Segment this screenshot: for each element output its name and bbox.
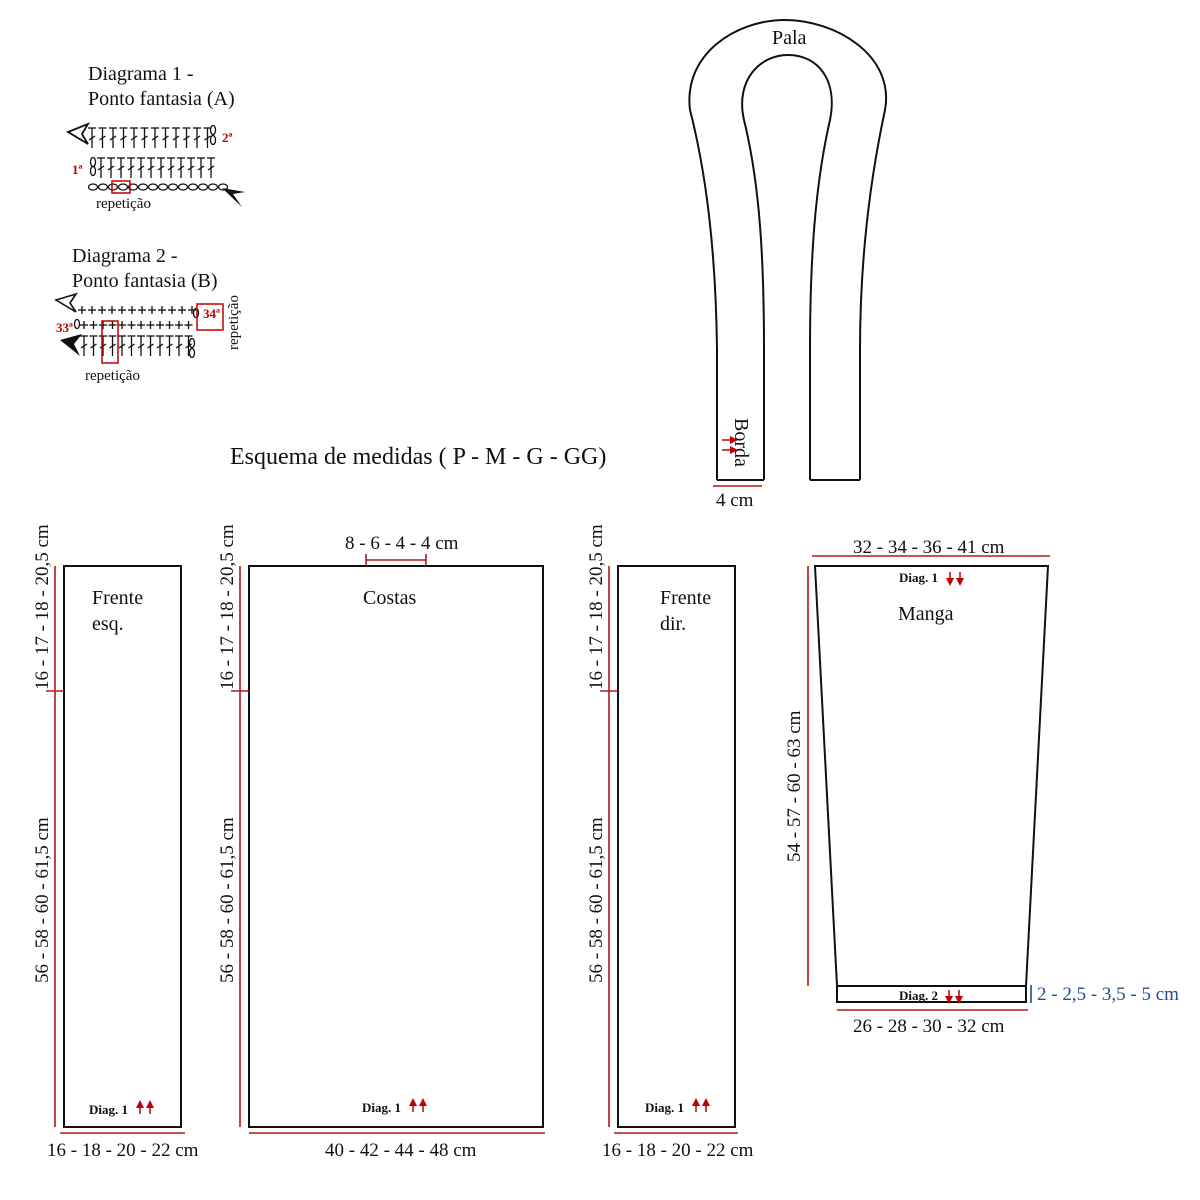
pala-border-width: 4 cm xyxy=(716,490,754,511)
diagram-1-repeat-label: repetição xyxy=(96,196,151,212)
chain-stitch-icon xyxy=(209,134,217,146)
chain-stitch-icon xyxy=(117,183,129,191)
diagram-2-title-line2: Ponto fantasia (B) xyxy=(72,270,218,292)
diagram-1-chain-row xyxy=(87,183,229,191)
chain-stitch-icon xyxy=(177,183,189,191)
chain-stitch-icon xyxy=(188,347,196,359)
front-left-diag-label: Diag. 1 xyxy=(89,1102,128,1117)
diagram-2-row-34-label: 34ª xyxy=(203,306,220,321)
start-arrow-outline-icon xyxy=(54,292,78,313)
sleeve-piece: 32 - 34 - 36 - 41 cm Diag. 1 Manga 54 - … xyxy=(784,537,1179,1037)
front-right-piece: Frente dir. 16 - 17 - 18 - 20,5 cm 56 - … xyxy=(586,524,754,1161)
diagram-1-row-1-stitches xyxy=(89,156,215,178)
front-left-label-line1: Frente xyxy=(92,587,143,609)
diagram-1-title-line1: Diagrama 1 - xyxy=(88,63,194,85)
front-left-width: 16 - 18 - 20 - 22 cm xyxy=(47,1140,199,1161)
end-arrow-filled-icon xyxy=(60,334,82,356)
chain-stitch-icon xyxy=(73,318,81,330)
diagram-1: Diagrama 1 - Ponto fantasia (A) 2ª 1ª re… xyxy=(65,63,245,212)
diagram-2-side-repeat-label: repetição xyxy=(226,295,242,350)
back-lower-height: 56 - 58 - 60 - 61,5 cm xyxy=(217,817,238,983)
pala-border-label: Borda xyxy=(730,418,752,467)
chain-stitch-icon xyxy=(107,183,119,191)
back-diag-label: Diag. 1 xyxy=(362,1100,401,1115)
back-outline xyxy=(248,565,544,1128)
back-upper-height: 16 - 17 - 18 - 20,5 cm xyxy=(217,524,238,690)
pala-outline xyxy=(688,18,888,480)
chain-stitch-icon xyxy=(207,183,219,191)
diagram-2-side-repeat-box xyxy=(196,303,224,331)
chain-stitch-icon xyxy=(187,183,199,191)
diagram-1-title-line2: Ponto fantasia (A) xyxy=(88,88,235,110)
direction-arrows-down-icon xyxy=(946,572,964,586)
pala-piece: Pala Borda 4 cm xyxy=(688,18,888,511)
chain-stitch-icon xyxy=(147,183,159,191)
chain-stitch-icon xyxy=(188,337,196,349)
front-right-outline xyxy=(617,565,736,1128)
sleeve-label: Manga xyxy=(898,603,954,625)
chain-stitch-icon xyxy=(87,183,99,191)
start-arrow-outline-icon xyxy=(65,122,91,145)
front-left-label-line2: esq. xyxy=(92,613,124,635)
direction-arrows-down-icon xyxy=(945,990,963,1004)
direction-arrows-up-icon xyxy=(136,1100,154,1114)
diagram-2-row-33-label: 33ª xyxy=(56,320,73,335)
diagram-1-row-1-label: 1ª xyxy=(72,162,83,177)
chain-stitch-icon xyxy=(217,183,229,191)
diagram-2-title-line1: Diagrama 2 - xyxy=(72,245,178,267)
front-right-diag-label: Diag. 1 xyxy=(645,1100,684,1115)
sleeve-cuff-height: 2 - 2,5 - 3,5 - 5 cm xyxy=(1037,984,1179,1005)
sleeve-diag2-label: Diag. 2 xyxy=(899,988,938,1003)
page-title: Esquema de medidas ( P - M - G - GG) xyxy=(230,444,606,470)
front-left-outline xyxy=(63,565,182,1128)
front-right-lower-height: 56 - 58 - 60 - 61,5 cm xyxy=(586,817,607,983)
sleeve-top-width: 32 - 34 - 36 - 41 cm xyxy=(853,537,1005,558)
diagram-2-bottom-repeat-box xyxy=(101,320,119,364)
chain-stitch-icon xyxy=(89,165,97,177)
diagram-2-repeat-label: repetição xyxy=(85,368,140,384)
diagram-1-row-2-label: 2ª xyxy=(222,130,233,145)
back-label: Costas xyxy=(363,587,417,609)
front-right-label-line2: dir. xyxy=(660,613,686,635)
front-right-width: 16 - 18 - 20 - 22 cm xyxy=(602,1140,754,1161)
chain-stitch-icon xyxy=(157,183,169,191)
sleeve-cuff-outline xyxy=(836,985,1027,1003)
chain-stitch-icon xyxy=(167,183,179,191)
back-piece: Costas 8 - 6 - 4 - 4 cm 16 - 17 - 18 - 2… xyxy=(217,524,545,1161)
back-neck-width: 8 - 6 - 4 - 4 cm xyxy=(345,533,459,554)
back-width: 40 - 42 - 44 - 48 cm xyxy=(325,1140,477,1161)
sleeve-bottom-width: 26 - 28 - 30 - 32 cm xyxy=(853,1016,1005,1037)
chain-stitch-icon xyxy=(89,156,97,168)
diagram-1-repeat-box xyxy=(111,180,131,194)
direction-arrows-up-icon xyxy=(409,1098,427,1112)
chain-stitch-icon xyxy=(127,183,139,191)
direction-arrows-up-icon xyxy=(692,1098,710,1112)
front-left-piece: Frente esq. 16 - 17 - 18 - 20,5 cm 56 - … xyxy=(32,524,199,1161)
front-left-upper-height: 16 - 17 - 18 - 20,5 cm xyxy=(32,524,53,690)
diagram-2-row-34-stitches xyxy=(78,306,200,319)
sleeve-height: 54 - 57 - 60 - 63 cm xyxy=(784,710,805,862)
end-arrow-filled-icon xyxy=(222,188,245,207)
chain-stitch-icon xyxy=(192,307,200,319)
sleeve-diag1-label: Diag. 1 xyxy=(899,570,938,585)
direction-arrows-up-icon xyxy=(722,436,738,454)
pala-label: Pala xyxy=(772,27,807,49)
chain-stitch-icon xyxy=(137,183,149,191)
diagram-1-row-2-stitches xyxy=(88,124,217,148)
chain-stitch-icon xyxy=(97,183,109,191)
diagram-2-row-33-stitches xyxy=(73,318,193,330)
front-right-label-line1: Frente xyxy=(660,587,711,609)
front-left-lower-height: 56 - 58 - 60 - 61,5 cm xyxy=(32,817,53,983)
diagram-2-base-row xyxy=(80,335,196,359)
sleeve-outline xyxy=(813,565,1050,987)
chain-stitch-icon xyxy=(209,124,217,136)
chain-stitch-icon xyxy=(197,183,209,191)
diagram-2: Diagrama 2 - Ponto fantasia (B) 33ª 34ª … xyxy=(54,245,242,384)
front-right-upper-height: 16 - 17 - 18 - 20,5 cm xyxy=(586,524,607,690)
